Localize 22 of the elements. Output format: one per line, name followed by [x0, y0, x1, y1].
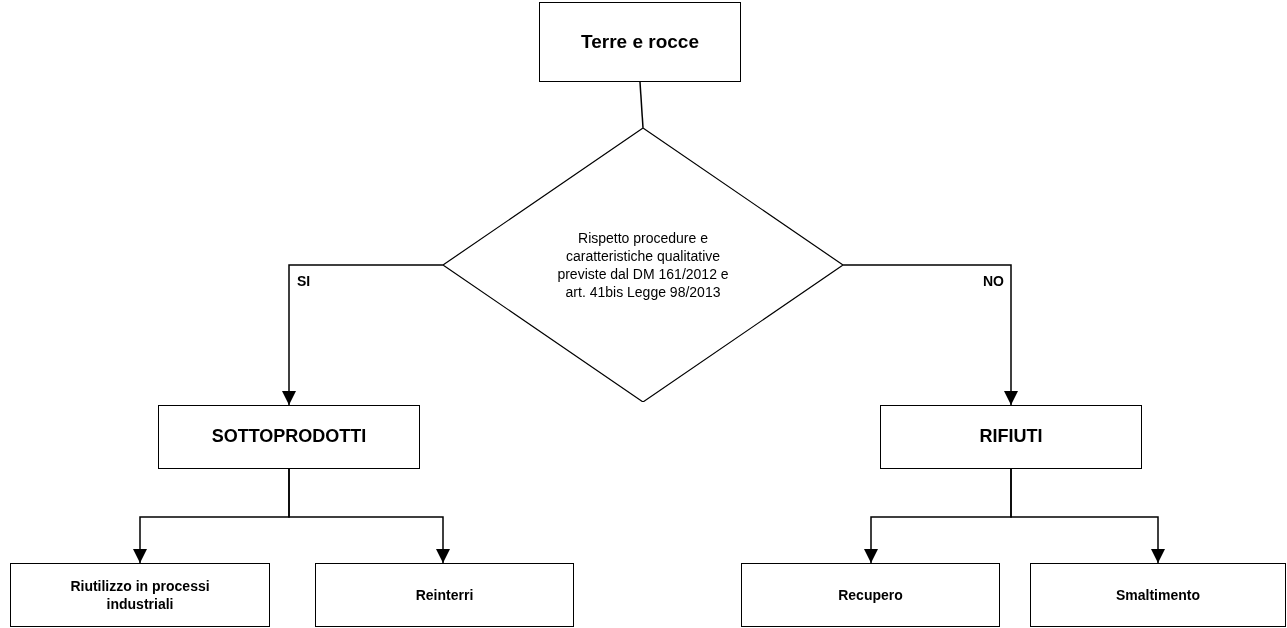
- arrow: [842, 264, 1018, 406]
- decision-diamond: [443, 128, 843, 402]
- box-label: SOTTOPRODOTTI: [211, 425, 367, 449]
- arrow: [288, 468, 450, 564]
- arrow: [1010, 468, 1165, 564]
- arrow: [282, 264, 444, 406]
- condition-text: Rispetto procedure e caratteristiche qualitative previste dal DM 161/2012 e art. 41bis Legge 98/2013: [556, 228, 730, 302]
- process-box: [880, 405, 1142, 469]
- process-box: [158, 405, 420, 469]
- box-label: Recupero: [838, 585, 903, 605]
- box-label: RIFIUTI: [979, 425, 1043, 449]
- process-box: [741, 563, 1000, 627]
- process-box: [1030, 563, 1286, 627]
- edge-label: SI: [295, 273, 313, 289]
- process-box: [539, 2, 741, 82]
- box-label: Terre e rocce: [581, 29, 699, 54]
- process-box: [10, 563, 270, 627]
- box-label: Smaltimento: [1116, 585, 1200, 605]
- process-box: [315, 563, 574, 627]
- box-label: Riutilizzo in processi industriali: [69, 576, 211, 614]
- edge-label: NO: [981, 273, 1006, 289]
- box-label: Reinterri: [415, 585, 474, 605]
